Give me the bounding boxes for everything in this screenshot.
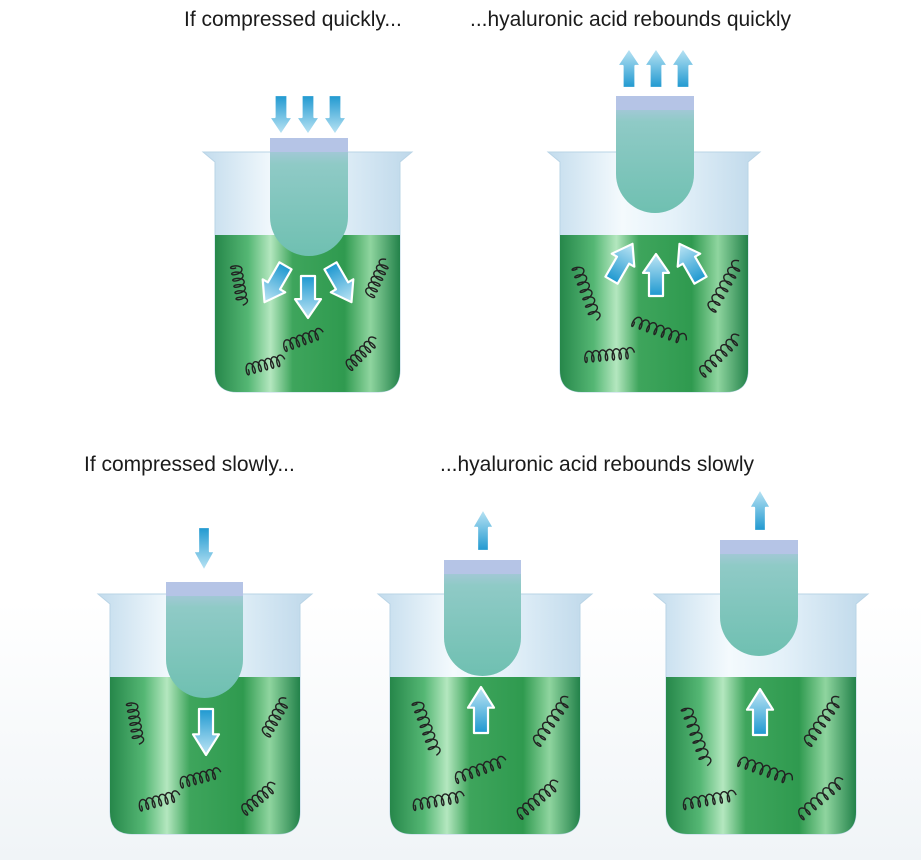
plunger-icon xyxy=(720,540,798,656)
caption-slow-compress: If compressed slowly... xyxy=(84,453,295,476)
beaker-icon xyxy=(652,540,870,835)
arrow-icon xyxy=(191,525,217,573)
spring-coil-icon xyxy=(584,346,636,364)
beaker-icon xyxy=(546,96,762,393)
arrow-icon xyxy=(604,242,636,285)
spring-coil-icon xyxy=(737,756,794,784)
plunger-icon xyxy=(166,582,243,698)
spring-coil-icon xyxy=(261,697,289,738)
spring-coil-icon xyxy=(516,779,559,820)
plunger-icon xyxy=(444,560,521,676)
spring-coil-icon xyxy=(680,707,712,767)
caption-slow-rebound: ...hyaluronic acid rebounds slowly xyxy=(440,453,754,476)
arrow-icon xyxy=(641,252,671,298)
arrow-icon xyxy=(676,242,708,285)
spring-coil-icon xyxy=(345,336,377,372)
arrow-icon xyxy=(323,261,355,304)
arrow-icon xyxy=(470,507,496,553)
spring-coil-icon xyxy=(571,266,601,321)
arrow-icon xyxy=(669,46,697,90)
spring-coil-icon xyxy=(125,702,145,745)
spring-coil-icon xyxy=(803,695,840,747)
spring-coil-icon xyxy=(245,354,286,376)
arrow-icon xyxy=(747,487,773,533)
spring-coil-icon xyxy=(454,755,507,785)
caption-fast-compress: If compressed quickly... xyxy=(184,8,402,31)
spring-coil-icon xyxy=(682,789,737,811)
arrow-icon xyxy=(261,261,293,304)
beaker-icon xyxy=(201,138,414,393)
spring-coil-icon xyxy=(798,776,844,821)
spring-coil-icon xyxy=(229,265,249,306)
spring-coil-icon xyxy=(411,701,441,756)
liquid-fill xyxy=(110,677,300,834)
spring-coil-icon xyxy=(241,781,276,816)
spring-coil-icon xyxy=(707,259,741,313)
arrow-icon xyxy=(293,274,323,320)
spring-coil-icon xyxy=(365,258,389,299)
spring-coil-icon xyxy=(532,695,569,747)
arrow-icon xyxy=(294,93,322,137)
arrow-icon xyxy=(745,687,775,737)
spring-coil-icon xyxy=(699,333,740,378)
arrow-icon xyxy=(466,685,496,735)
spring-coil-icon xyxy=(179,767,222,789)
arrow-icon xyxy=(615,46,643,90)
spring-coil-icon xyxy=(412,790,465,812)
arrow-icon xyxy=(321,93,349,137)
arrow-icon xyxy=(191,707,221,757)
spring-coil-icon xyxy=(631,316,688,344)
caption-fast-rebound: ...hyaluronic acid rebounds quickly xyxy=(470,8,792,31)
spring-coil-icon xyxy=(283,327,324,353)
arrow-icon xyxy=(267,93,295,137)
spring-coil-icon xyxy=(138,790,181,812)
plunger-icon xyxy=(616,96,694,213)
plunger-icon xyxy=(270,138,348,256)
arrow-icon xyxy=(642,46,670,90)
